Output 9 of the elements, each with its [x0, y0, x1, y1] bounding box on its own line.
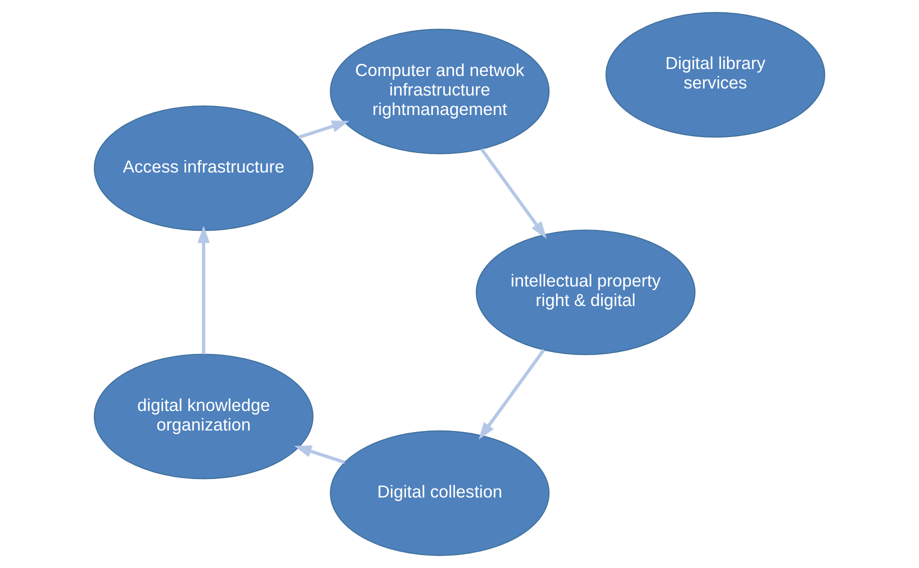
- arrow: [478, 348, 546, 440]
- arrow: [198, 226, 210, 354]
- node-ellipse: Digital collestion: [330, 430, 550, 556]
- node-ellipse: intellectual property right & digital: [476, 230, 696, 356]
- node-ellipse: Digital library services: [606, 12, 826, 138]
- arrow: [294, 445, 346, 464]
- arrow: [298, 120, 350, 139]
- node-ellipse: Access infrastructure: [94, 105, 314, 231]
- arrow: [480, 148, 547, 239]
